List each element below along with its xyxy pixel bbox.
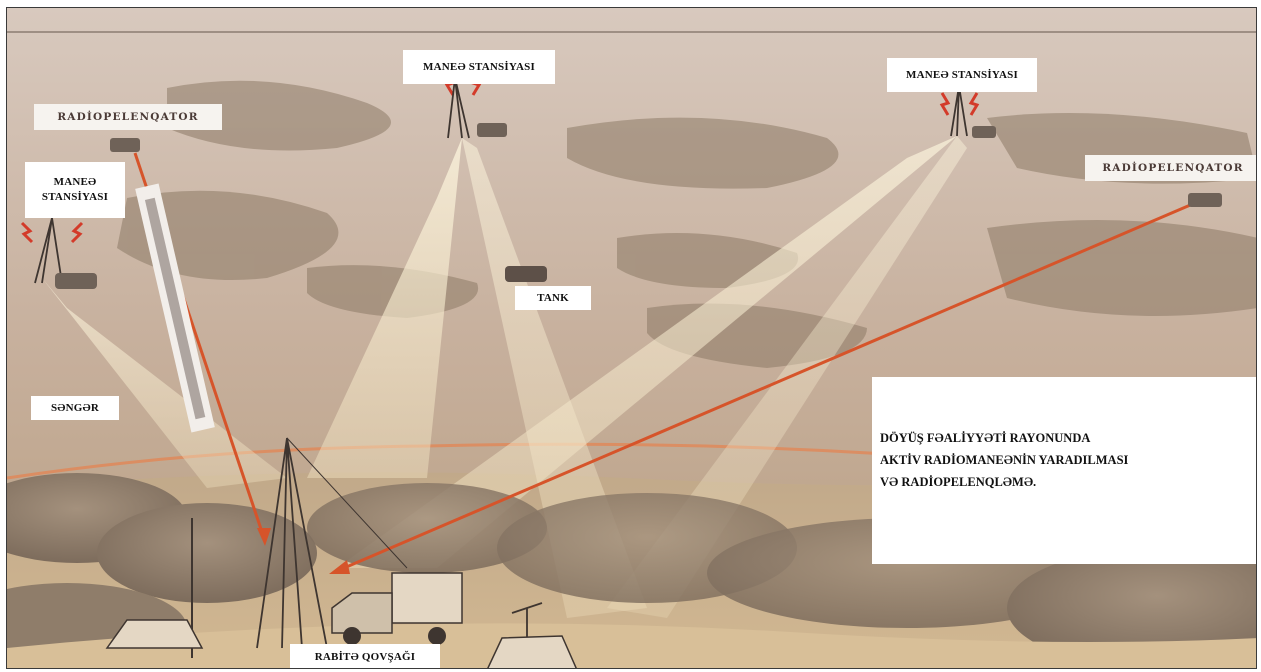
label-direction-finder-right: RADİOPELENQATOR xyxy=(1085,155,1256,181)
jeep-left xyxy=(105,619,204,649)
caption-line-3: VƏ RADİOPELENQLƏMƏ. xyxy=(880,475,1037,489)
label-jammer-station-left-line1: MANEƏ xyxy=(53,176,97,189)
label-jammer-station-center: MANEƏ STANSİYASI xyxy=(403,50,555,84)
label-tank: TANK xyxy=(515,286,591,310)
label-direction-finder-left: RADİOPELENQATOR xyxy=(34,104,222,130)
caption-line-2: AKTİV RADİOMANEƏNİN YARADILMASI xyxy=(880,453,1129,467)
radio-truck xyxy=(331,572,463,645)
vehicles xyxy=(55,123,1222,668)
label-jammer-station-right: MANEƏ STANSİYASI xyxy=(887,58,1037,92)
illustration-frame: MANEƏ STANSİYASI MANEƏ STANSİYASI RADİOP… xyxy=(6,7,1257,669)
label-jammer-station-left: MANEƏ STANSİYASI xyxy=(25,162,125,218)
label-jammer-station-left-line2: STANSİYASI xyxy=(41,191,109,203)
label-trench: SƏNGƏR xyxy=(31,396,119,420)
vertical-stamp xyxy=(135,183,215,433)
caption-line-1: DÖYÜŞ FƏALİYYƏTİ RAYONUNDA xyxy=(880,431,1091,445)
caption-box: DÖYÜŞ FƏALİYYƏTİ RAYONUNDA AKTİV RADİOMA… xyxy=(872,377,1256,564)
jeep-right xyxy=(487,635,577,668)
label-comm-hub: RABİTƏ QOVŞAĞI xyxy=(290,644,440,668)
caption-text: DÖYÜŞ FƏALİYYƏTİ RAYONUNDA AKTİV RADİOMA… xyxy=(880,427,1240,493)
